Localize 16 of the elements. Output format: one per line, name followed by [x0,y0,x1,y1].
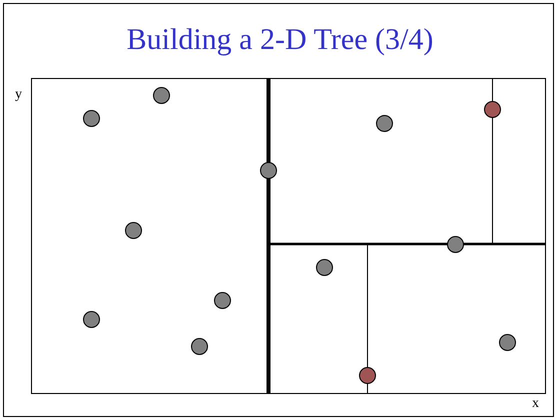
data-point [124,222,142,238]
axis-label: y [15,87,22,103]
data-point [82,310,100,328]
data-point [214,292,230,308]
data-point [484,100,500,118]
data-point [260,162,276,178]
data-point [152,86,170,104]
data-point [358,366,376,384]
data-point [316,258,332,276]
data-point [446,236,464,252]
data-point [498,334,516,350]
axis-label: x [532,396,539,412]
slide-title: Building a 2-D Tree (3/4) [126,22,434,58]
data-point [190,338,208,354]
data-point [82,110,100,126]
data-point [376,114,392,132]
